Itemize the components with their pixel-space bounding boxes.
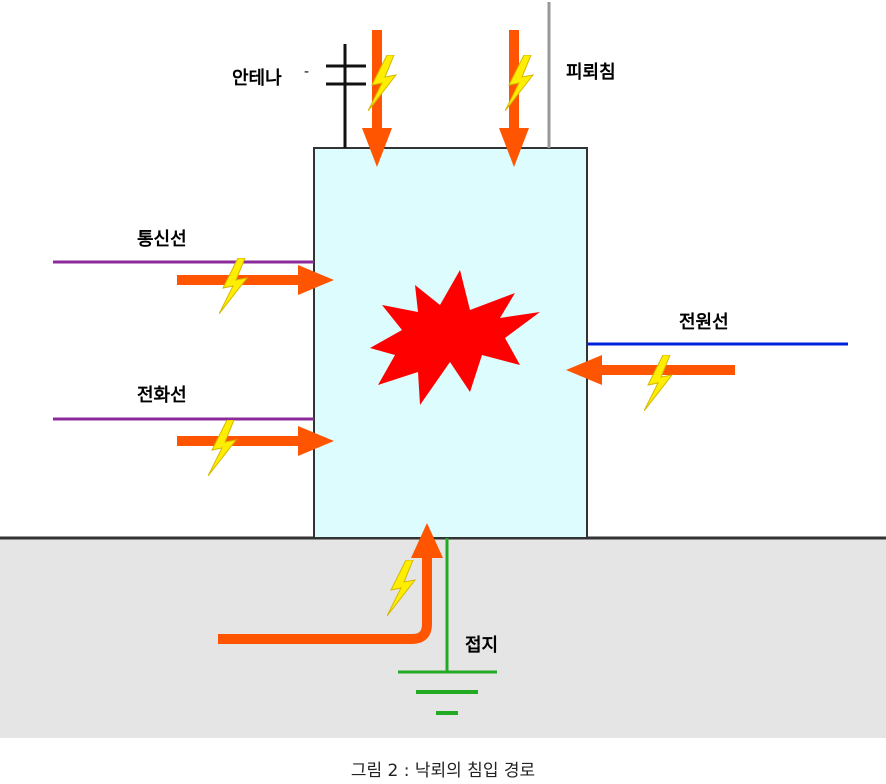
antenna-label: 안테나 (232, 68, 282, 89)
ground-area (0, 538, 886, 738)
power-line-arrow (566, 355, 735, 385)
phone-line-arrow (177, 426, 334, 456)
antenna-icon (326, 44, 366, 148)
figure-caption: 그림 2 : 낙뢰의 침입 경로 (351, 761, 535, 781)
comm-line-label: 통신선 (137, 229, 187, 250)
ground-electrode-icon (398, 538, 497, 715)
comm-line-arrow (177, 265, 334, 295)
ground-arrow (218, 523, 443, 644)
antenna-mark: - (304, 64, 309, 80)
lightning-rod-label: 피뢰침 (566, 62, 616, 83)
burst-icon (370, 270, 540, 405)
lightning-bolt-icon (219, 258, 248, 314)
power-line-label: 전원선 (679, 312, 729, 333)
phone-line-label: 전화선 (137, 385, 187, 406)
lightning-bolt-icon (208, 420, 237, 476)
lightning-bolt-icon (644, 355, 673, 411)
ground-label: 접지 (465, 635, 498, 656)
